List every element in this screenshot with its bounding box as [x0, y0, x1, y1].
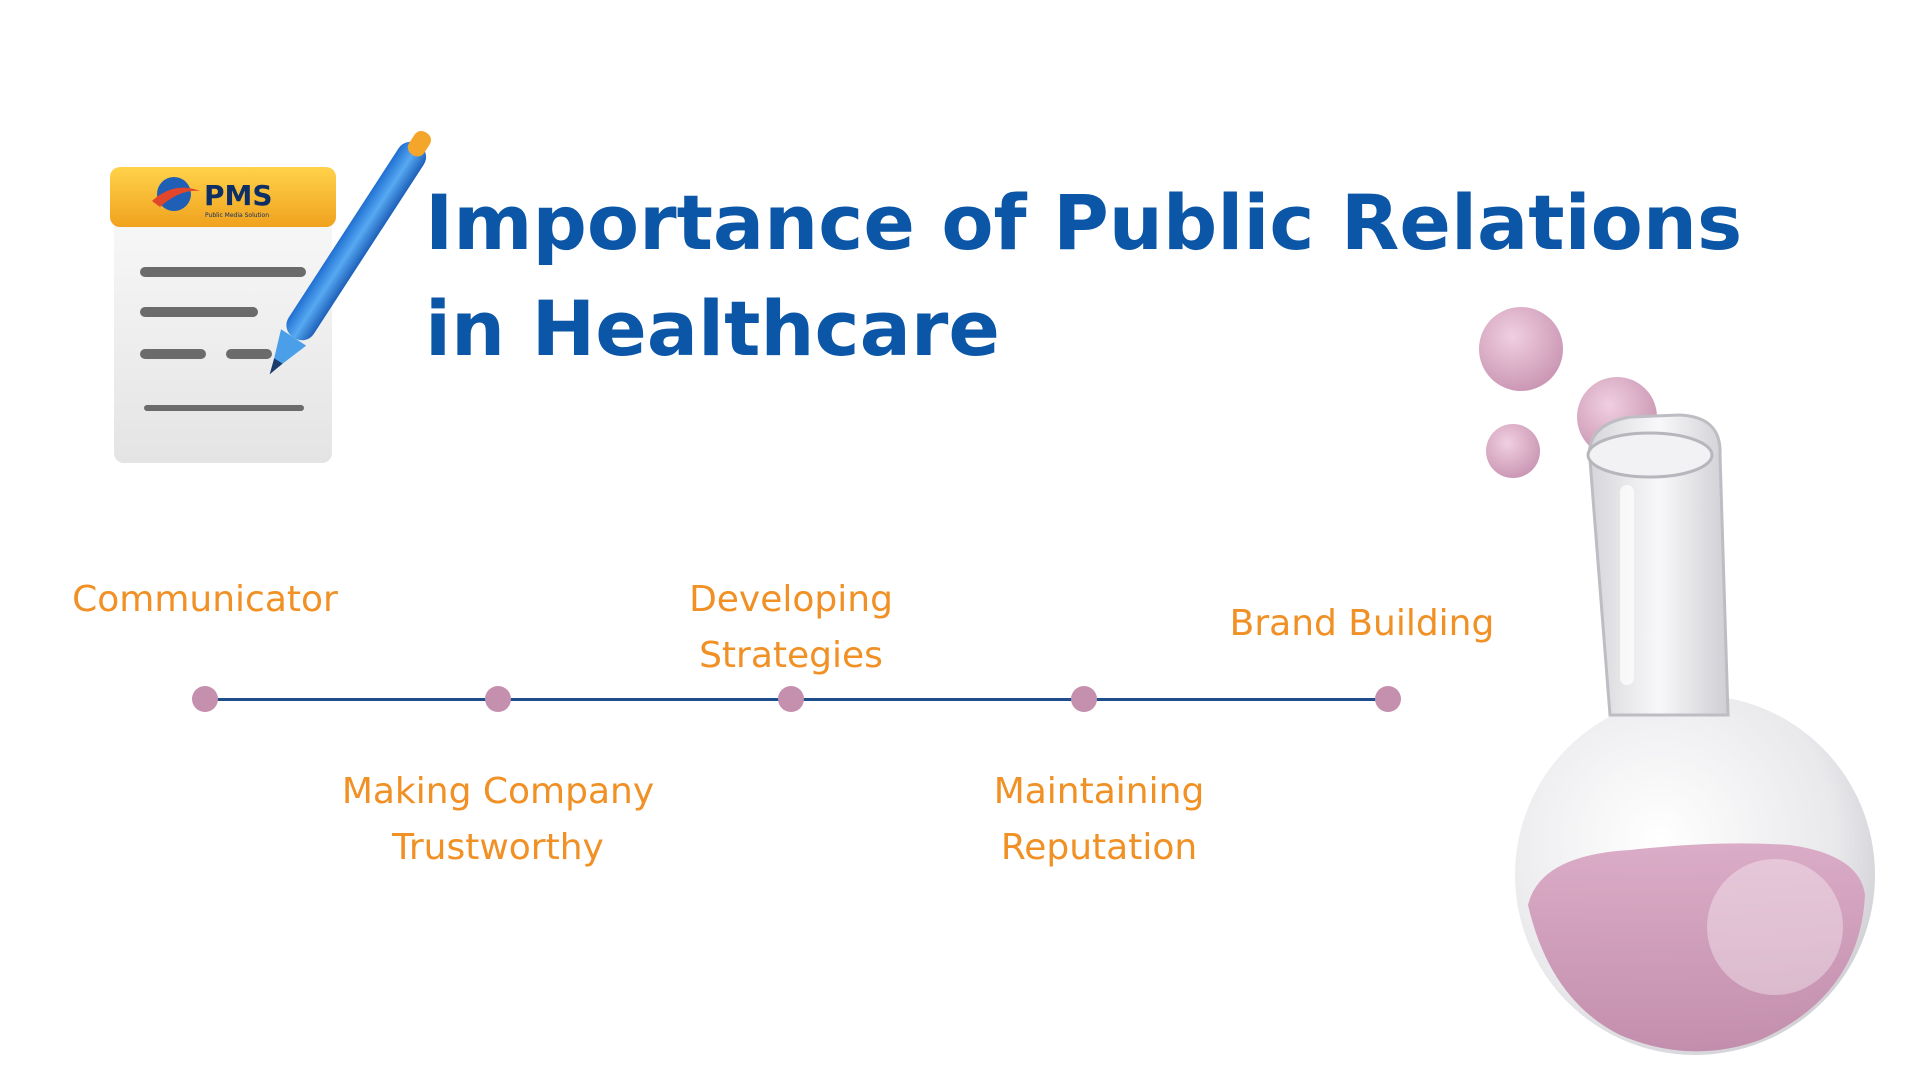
timeline-label-developing-strategies: Developing Strategies	[689, 579, 893, 676]
bubble	[1486, 424, 1540, 478]
pen-icon	[269, 131, 431, 375]
logo-tagline: Public Media Solution	[205, 212, 269, 219]
page-title: Importance of Public Relations in Health…	[425, 178, 1743, 373]
bubble	[1479, 307, 1563, 391]
timeline-label-brand-building: Brand Building	[1229, 603, 1495, 644]
text-line	[144, 405, 304, 411]
text-line	[140, 267, 306, 277]
timeline-dot	[1071, 686, 1097, 712]
timeline-label-making-company-trustworthy: Making Company Trustworthy	[341, 771, 655, 868]
timeline-dot	[1375, 686, 1401, 712]
glass-highlight	[1707, 859, 1843, 995]
flask-with-bubbles-illustration	[1479, 307, 1875, 1055]
flask-rim	[1586, 431, 1714, 479]
notepad-pen-logo-illustration: PMS Public Media Solution	[110, 131, 431, 463]
timeline-dot	[485, 686, 511, 712]
text-line	[140, 307, 258, 317]
text-line	[226, 349, 272, 359]
swoosh-icon	[152, 187, 200, 207]
notepad-sheet	[114, 183, 332, 463]
text-line	[140, 349, 206, 359]
timeline-label-communicator: Communicator	[72, 579, 338, 620]
logo-brand: PMS	[204, 179, 273, 212]
glass-shine	[1620, 485, 1634, 685]
timeline-label-maintaining-reputation: Maintaining Reputation	[993, 771, 1205, 868]
timeline-dot	[778, 686, 804, 712]
flask-liquid	[1528, 843, 1865, 1052]
timeline-dot	[192, 686, 218, 712]
